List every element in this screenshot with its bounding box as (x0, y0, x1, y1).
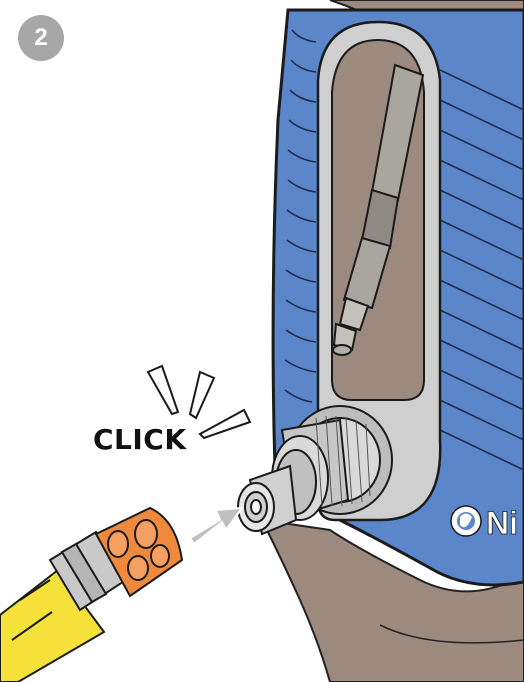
push-arrow-icon (190, 508, 242, 544)
click-sound-label: CLICK (93, 423, 187, 456)
brand-logo-text: Ni (486, 505, 518, 541)
garden-hose (0, 508, 182, 682)
step-number-badge: 2 (18, 15, 64, 61)
nilfisk-logo-icon (451, 506, 481, 536)
